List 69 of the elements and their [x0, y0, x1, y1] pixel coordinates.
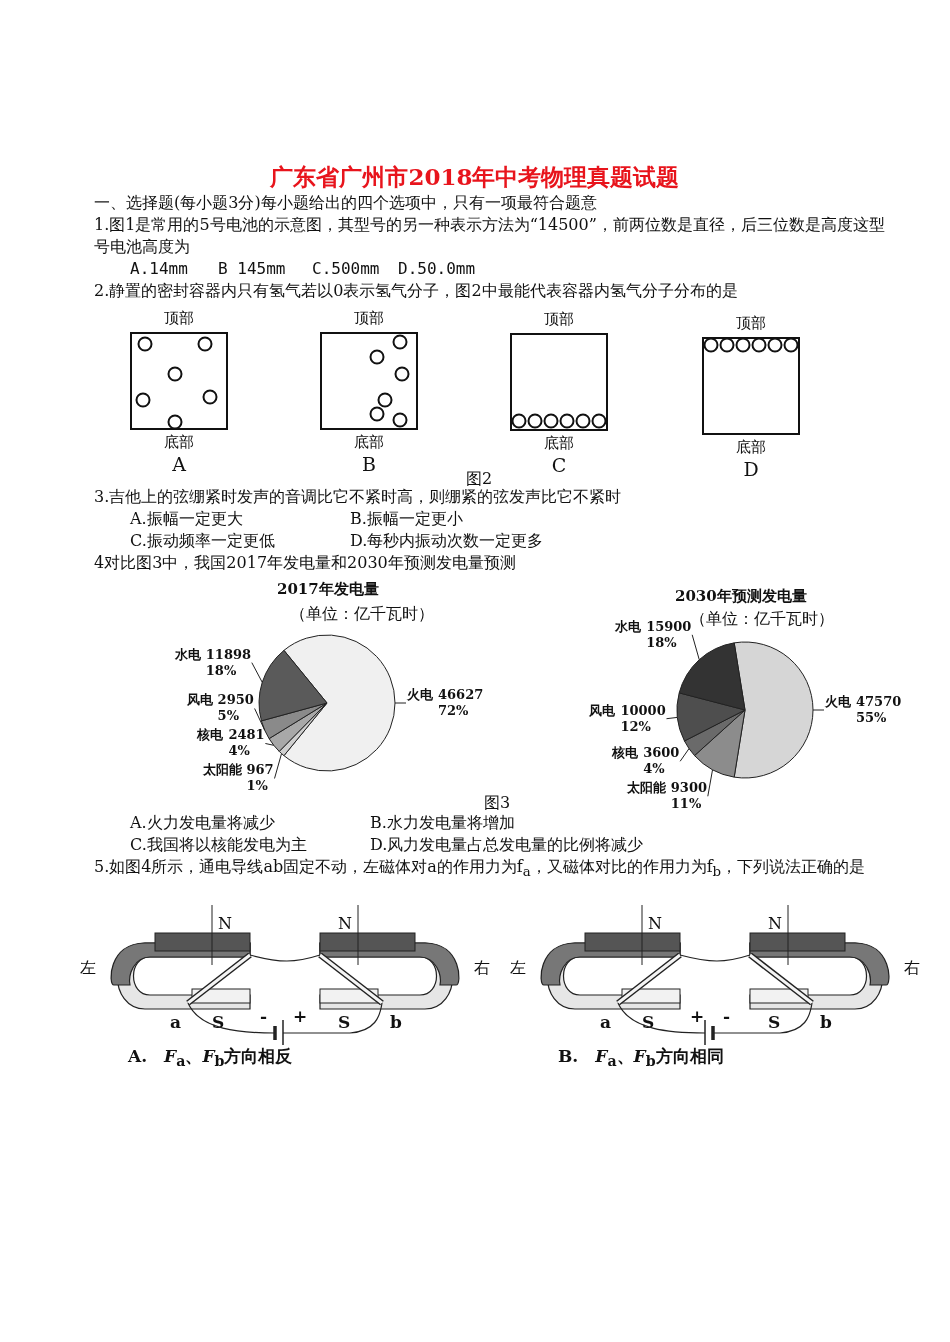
top-label: 顶部 — [735, 313, 767, 333]
chart-subtitle: （单位：亿千瓦时） — [290, 603, 434, 625]
figure-caption: 图3 — [484, 792, 511, 814]
pole-label: N — [768, 913, 782, 935]
title: 广东省广州市2018年中考物理真题试题 — [269, 162, 681, 192]
option-text: A.14mm — [130, 258, 188, 280]
option-text: B 145mm — [218, 258, 286, 280]
slice-label: 风电 10000 12% — [589, 702, 666, 735]
pole-label: S — [642, 1011, 655, 1033]
question-text: 4对比图3中，我国2017年发电量和2030年预测发电量预测 — [94, 552, 516, 574]
terminal-sign: + — [293, 1005, 308, 1027]
option-letter: A — [171, 454, 188, 474]
option-text: C.500mm — [312, 258, 380, 280]
top-label: 顶部 — [543, 309, 575, 329]
bottom-label: 底部 — [735, 437, 767, 457]
chart-subtitle: （单位：亿千瓦时） — [690, 608, 834, 628]
wire-end-label: a — [170, 1011, 181, 1033]
pole-label: S — [338, 1011, 351, 1033]
slice-label: 水电 11898 18% — [174, 646, 252, 679]
wire-end-label: a — [600, 1011, 611, 1033]
option-text: D.每秒内振动次数一定更多 — [350, 530, 544, 552]
heading-text: 一、选择题(每小题3分)每小题给出的四个选项中，只有一项最符合题意 — [94, 192, 597, 214]
slice-label: 火电 47570 55% — [825, 694, 902, 726]
option-text: C.振动频率一定更低 — [130, 530, 275, 552]
bottom-label: 底部 — [163, 432, 195, 452]
figure-caption: 图2 — [466, 468, 493, 489]
option-letter: C — [550, 455, 568, 475]
option-text: D.50.0mm — [398, 258, 476, 280]
option-letter: D — [742, 459, 760, 479]
side-label: 左 — [80, 957, 96, 979]
slice-label: 核电 2481 4% — [197, 727, 265, 760]
top-label: 顶部 — [353, 308, 385, 328]
pole-label: N — [218, 913, 232, 935]
slice-label: 水电 15900 18% — [615, 618, 692, 651]
pole-label: S — [768, 1011, 781, 1033]
slice-label: 太阳能 967 1% — [202, 762, 274, 795]
option-text: B. F$_{a}$、F$_{b}$方向相同 — [558, 1045, 724, 1072]
pole-label: N — [338, 913, 352, 935]
pole-label: N — [648, 913, 662, 935]
terminal-sign: - — [723, 1005, 731, 1027]
bottom-label: 底部 — [353, 432, 385, 452]
question-text: 5.如图4所示，通电导线ab固定不动，左磁体对a的作用力为f$_{a}$，又磁体对比的作用力为f$_{b}$，下列说法正确的是 — [94, 856, 867, 882]
slice-label: 风电 2950 5% — [186, 692, 254, 725]
question-text: 2.静置的密封容器内只有氢气若以0表示氢气分子，图2中最能代表容器内氢气分子分布的是 — [94, 280, 738, 302]
slice-label: 太阳能 9300 11% — [626, 780, 707, 813]
terminal-sign: + — [690, 1005, 705, 1027]
wire-end-label: b — [390, 1011, 402, 1033]
option-text: A.火力发电量将减少 — [130, 812, 275, 834]
option-text: C.我国将以核能发电为主 — [130, 834, 307, 856]
bottom-label: 底部 — [543, 433, 575, 453]
chart-title: 2017年发电量 — [277, 580, 379, 599]
top-label: 顶部 — [163, 308, 195, 328]
side-label: 右 — [474, 957, 490, 979]
question-text: 1.图1是常用的5号电池的示意图，其型号的另一种表示方法为“14500”，前两位数是直径，后三位数是高度这型号电池高度为 — [94, 214, 886, 258]
side-label: 左 — [510, 957, 526, 979]
side-label: 右 — [904, 957, 920, 979]
option-text: A. F$_{a}$、F$_{b}$方向相反 — [128, 1045, 293, 1072]
terminal-sign: - — [260, 1005, 268, 1027]
option-text: D.风力发电量占总发电量的比例将减少 — [370, 834, 644, 856]
wire-end-label: b — [820, 1011, 832, 1033]
option-text: B.水力发电量将增加 — [370, 812, 515, 834]
slice-label: 核电 3600 4% — [612, 745, 680, 778]
pole-label: S — [212, 1011, 225, 1033]
chart-title: 2030年预测发电量 — [675, 587, 807, 606]
question-text: 3.吉他上的弦绷紧时发声的音调比它不紧时高，则绷紧的弦发声比它不紧时 — [94, 486, 622, 508]
option-letter: B — [361, 454, 377, 474]
slice-label: 火电 46627 72% — [407, 687, 484, 719]
option-text: A.振幅一定更大 — [130, 508, 243, 530]
option-text: B.振幅一定更小 — [350, 508, 463, 530]
